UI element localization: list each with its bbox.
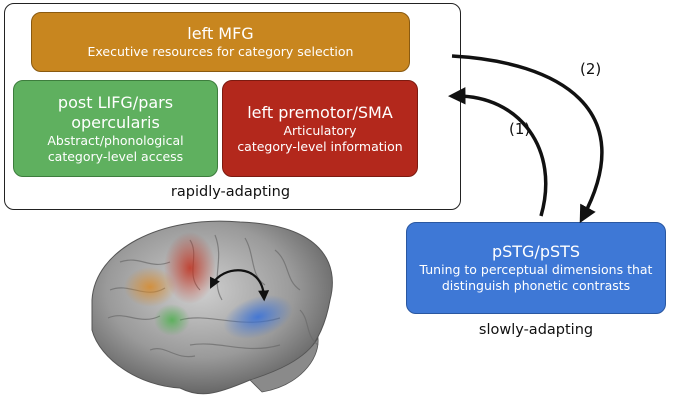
node-left-mfg-title: left MFG: [187, 24, 254, 44]
node-pstg-sub-2: distinguish phonetic contrasts: [441, 278, 631, 293]
node-left-premotor-sub-1: Articulatory: [283, 122, 357, 138]
node-post-lifg: post LIFG/pars opercularis Abstract/phon…: [13, 80, 218, 177]
node-post-lifg-title-2: opercularis: [71, 112, 160, 132]
node-left-premotor: left premotor/SMA Articulatory category-…: [222, 80, 418, 177]
node-pstg-title: pSTG/pSTS: [491, 242, 581, 262]
node-left-premotor-title: left premotor/SMA: [247, 102, 393, 122]
arrow-1-label: (1): [509, 120, 531, 138]
node-pstg-sub-1: Tuning to perceptual dimensions that: [419, 262, 653, 278]
node-left-mfg: left MFG Executive resources for categor…: [31, 12, 410, 72]
arrow-2-label: (2): [580, 60, 602, 78]
node-left-mfg-subtitle: Executive resources for category selecti…: [87, 44, 354, 60]
node-post-lifg-sub-2: category-level access: [47, 148, 184, 164]
caption-rapidly-adapting: rapidly-adapting: [170, 184, 291, 200]
brain-render-icon: [91, 220, 333, 395]
node-post-lifg-title-1: post LIFG/pars: [57, 92, 174, 112]
brain-double-arrow: [210, 269, 270, 302]
node-pstg: pSTG/pSTS Tuning to perceptual dimension…: [406, 222, 666, 314]
node-left-premotor-sub-2: category-level information: [237, 138, 403, 154]
arrow-1: [448, 87, 548, 217]
arrow-2: [451, 54, 604, 224]
node-post-lifg-sub-1: Abstract/phonological: [47, 132, 184, 148]
caption-slowly-adapting: slowly-adapting: [478, 322, 594, 338]
